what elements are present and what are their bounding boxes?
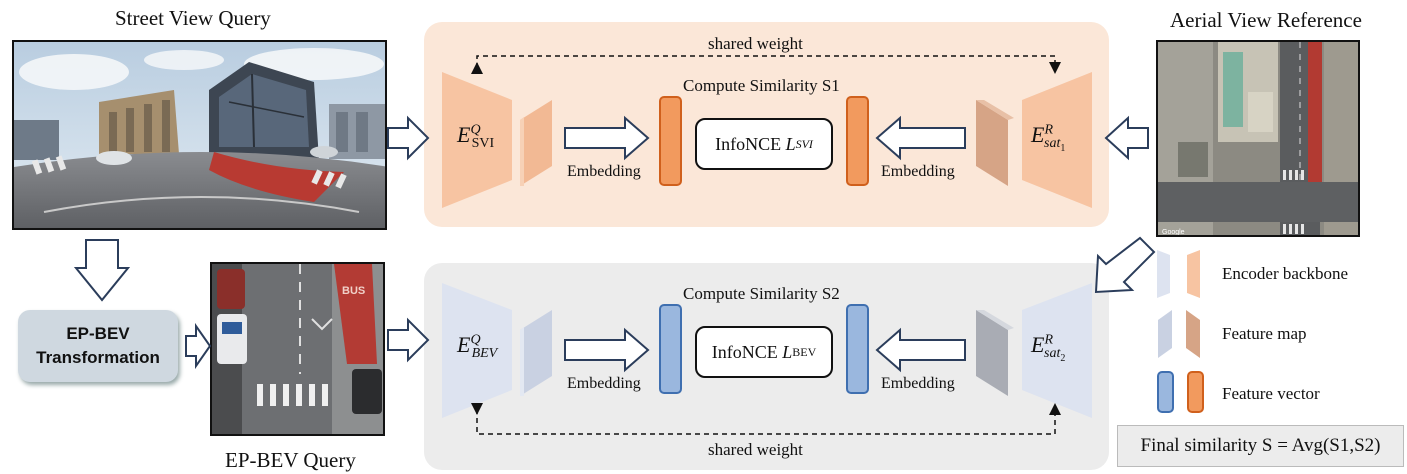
arrow-embed-top-left: [564, 115, 650, 161]
legend-encoder-orange: [1187, 250, 1200, 298]
embedding-label-bottom-left: Embedding: [567, 375, 641, 392]
ep-bev-query-image: BUS: [210, 262, 385, 436]
legend-shapes: [1157, 250, 1204, 413]
transformation-line2: Transformation: [36, 348, 160, 367]
shared-weight-line-bottom: [471, 403, 1061, 435]
final-similarity-box: Final similarity S = Avg(S1,S2): [1117, 425, 1404, 467]
arrow-bev-to-encoder: [387, 317, 430, 363]
arrow-embed-bottom-left: [564, 327, 650, 373]
loss-bev-sub: BEV: [792, 344, 817, 359]
feature-vector-top-right: [846, 96, 869, 186]
feature-map-bottom-left: [520, 310, 552, 396]
loss-symbol: L: [785, 133, 796, 154]
bus-marking: BUS: [342, 285, 365, 297]
feature-map-bottom-right: [976, 310, 1008, 396]
street-view-panorama-graphic: [14, 42, 385, 228]
embedding-label-bottom-right: Embedding: [881, 375, 955, 392]
compute-similarity-s2-label: Compute Similarity S2: [683, 284, 840, 303]
arrow-aerial-to-encoder-bottom: [1094, 236, 1156, 294]
encoder-bev-query-label: EQBEV: [457, 332, 498, 362]
arrow-aerial-to-encoder-top: [1104, 115, 1149, 161]
feature-vector-top-left: [659, 96, 682, 186]
encoder-sat-1-label: ERsat1: [1031, 122, 1066, 155]
infonce-bev-text: InfoNCE: [711, 341, 778, 362]
loss-symbol: L: [782, 341, 793, 362]
legend-vector-orange: [1187, 371, 1204, 413]
ep-bev-graphic: BUS: [212, 264, 383, 434]
aerial-view-graphic: Google: [1158, 42, 1358, 236]
encoder-sat-2-label: ERsat2: [1031, 332, 1066, 365]
infonce-svi-text: InfoNCE: [715, 133, 782, 154]
loss-svi-sub: SVI: [795, 136, 813, 151]
embedding-label-top-right: Embedding: [881, 163, 955, 180]
feature-map-top-left: [520, 100, 552, 186]
shared-weight-label-top: shared weight: [708, 34, 803, 53]
embedding-label-top-left: Embedding: [567, 163, 641, 180]
legend-featuremap-orange: [1186, 310, 1200, 358]
feature-vector-bottom-left: [659, 304, 682, 394]
ep-bev-query-title: EP-BEV Query: [225, 448, 356, 472]
feature-vector-bottom-right: [846, 304, 869, 394]
google-watermark: Google: [1162, 229, 1185, 236]
legend-feature-map-label: Feature map: [1222, 324, 1307, 343]
feature-map-top-right: [976, 100, 1008, 186]
encoder-sat-1: [1022, 72, 1092, 208]
street-view-query-title: Street View Query: [115, 6, 271, 30]
street-view-panorama-image: [12, 40, 387, 230]
encoder-bev-query: [442, 283, 512, 418]
encoder-svi-query: [442, 72, 512, 208]
shared-weight-label-bottom: shared weight: [708, 440, 803, 459]
encoder-svi-query-label: EQSVI: [457, 122, 495, 152]
ep-bev-transformation-box: EP-BEV Transformation: [18, 310, 178, 382]
shared-weight-line-top: [471, 55, 1061, 74]
encoder-sat-2: [1022, 283, 1092, 418]
legend-featuremap-blue: [1158, 310, 1172, 358]
arrow-embed-top-right: [875, 115, 966, 161]
legend-encoder-blue: [1157, 250, 1170, 298]
compute-similarity-s1-label: Compute Similarity S1: [683, 76, 840, 95]
arrow-embed-bottom-right: [875, 327, 966, 373]
legend-feature-vector-label: Feature vector: [1222, 384, 1320, 403]
aerial-view-reference-image: Google: [1156, 40, 1360, 237]
arrow-svi-to-encoder: [387, 115, 430, 161]
aerial-view-reference-title: Aerial View Reference: [1170, 8, 1362, 32]
legend-vector-blue: [1157, 371, 1174, 413]
arrow-transform-to-bev: [185, 322, 212, 370]
legend-encoder-backbone-label: Encoder backbone: [1222, 264, 1349, 283]
arrow-svi-down: [73, 239, 131, 302]
transformation-line1: EP-BEV: [66, 324, 130, 343]
